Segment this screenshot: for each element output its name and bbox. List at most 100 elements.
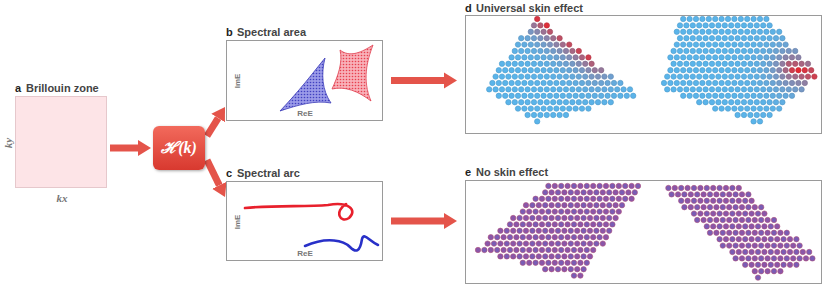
lattice-site [504,241,509,246]
lattice-site [573,55,578,60]
lattice-site [549,190,554,195]
lattice-site [487,87,492,92]
lattice-site [539,247,544,252]
lattice-site [755,211,760,216]
lattice-site [531,61,536,66]
lattice-site [512,48,517,53]
lattice-site [595,87,600,92]
lattice-site [752,269,757,274]
lattice-site [761,74,766,79]
lattice-site [539,235,544,240]
lattice-site [515,106,520,111]
lattice-site [681,80,686,85]
lattice-site [583,87,588,92]
lattice-site [685,185,690,190]
lattice-site [717,211,722,216]
lattice-site [764,42,769,47]
lattice-site [723,211,728,216]
lattice-site [599,93,604,98]
lattice-site [527,247,532,252]
lattice-site [567,55,572,60]
lattice-site [723,198,728,203]
lattice-site [671,74,676,79]
lattice-site [613,190,618,195]
lattice-site [719,42,724,47]
lattice-site [594,241,599,246]
lattice-site [530,203,535,208]
lattice-site [579,93,584,98]
lattice-site [559,247,564,252]
lattice-site [773,61,778,66]
lattice-site [544,87,549,92]
lattice-site [507,247,512,252]
lattice-site [549,228,554,233]
lattice-site [697,100,702,105]
lattice-site [555,190,560,195]
lattice-site [765,217,770,222]
lattice-site [725,93,730,98]
lattice-site [592,80,597,85]
lattice-site [765,256,770,261]
lattice-site [729,61,734,66]
lattice-site [498,228,503,233]
lattice-site [557,87,562,92]
lattice-site [555,254,560,259]
lattice-site [538,87,543,92]
lattice-site [735,74,740,79]
lattice-site [789,80,794,85]
lattice-site [707,205,712,210]
lattice-site [603,209,608,214]
lattice-site [555,228,560,233]
lattice-site [541,106,546,111]
lattice-site [610,183,615,188]
lattice-site [770,55,775,60]
spectral-area-red [332,45,373,101]
lattice-site [584,235,589,240]
lattice-site [519,100,524,105]
lattice-site [741,100,746,105]
lattice-site [743,211,748,216]
lattice-site [745,16,750,21]
lattice-site [729,100,734,105]
lattice-site [563,61,568,66]
lattice-site [669,192,674,197]
lattice-site [568,241,573,246]
lattice-site [495,235,500,240]
lattice-site [794,237,799,242]
lattice-site [575,241,580,246]
lattice-site [679,198,684,203]
lattice-site [691,211,696,216]
lattice-site [706,55,711,60]
lattice-site [613,215,618,220]
lattice-site [754,36,759,41]
lattice-site [559,183,564,188]
lattice-site [527,222,532,227]
lattice-site [778,269,783,274]
lattice-site [745,68,750,73]
lattice-site [786,87,791,92]
lattice-site [688,205,693,210]
lattice-site [752,256,757,261]
lattice-site [539,196,544,201]
lattice-site [554,68,559,73]
lattice-site [543,254,548,259]
lattice-site [736,224,741,229]
lattice-site [559,260,564,265]
lattice-site [551,74,556,79]
lattice-site [783,68,788,73]
lattice-site [703,23,708,28]
lattice-site [759,269,764,274]
lattice-site [727,243,732,248]
lattice-site [735,36,740,41]
lattice-site [738,29,743,34]
lattice-site [528,55,533,60]
lattice-site [681,68,686,73]
lattice-site [563,87,568,92]
lattice-site [594,228,599,233]
spectrum-panel: cSpectral arcImEReE [226,181,383,261]
lattice-site [541,42,546,47]
lattice-site [777,55,782,60]
lattice-site [498,241,503,246]
lattice-site [761,23,766,28]
lattice-site [565,235,570,240]
